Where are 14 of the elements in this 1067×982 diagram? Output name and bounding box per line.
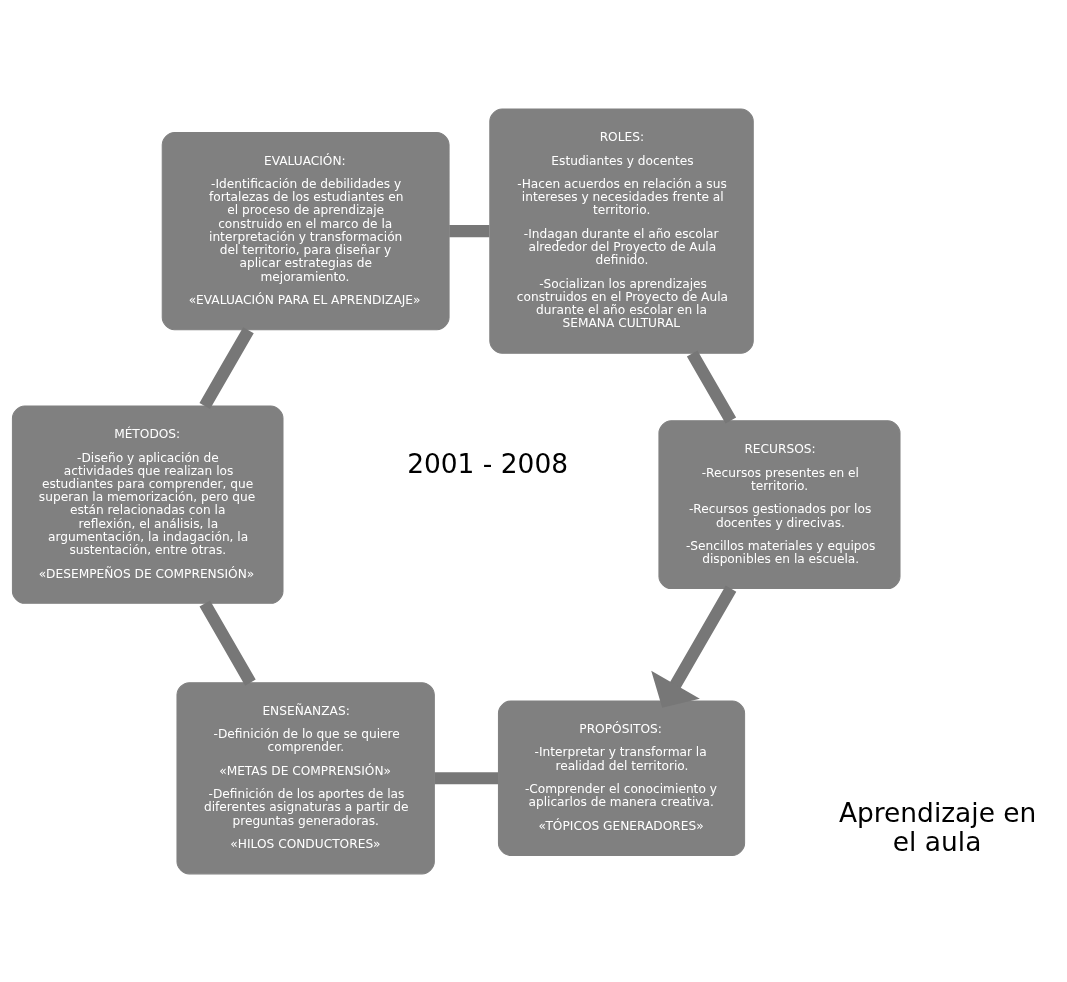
node-box: PROPÓSITOS: -Interpretar y transformar la realidad del territorio. -Comprender el conocimiento y aplicarlos de manera creativa. «TÓPICOS GENERADORES» [497,699,746,856]
node-box: ROLES: Estudiantes y docentes -Hacen acuerdos en relación a sus intereses y necesidades frente al territorio. -Indagan durante el año escolar alrededor del Proyecto de Aula definido. -Socializan los aprendizajes construidos en el Proyecto de Aula durante el año escolar en la SEMANA CULTURAL [489,108,754,354]
connector [434,771,499,784]
node-box: MÉTODOS: -Diseño y aplicación de actividades que realizan los estudiantes para comprender, que superan la memorización, pero que están relacionadas con la reflexión, el análisis, la argumentación, la indagación, la sustentación, entre otras. «DESEMPEÑOS DE COMPRENSIÓN» [11,405,284,604]
node-box: EVALUACIÓN: -Identificación de debilidades y fortalezas de los estudiantes en el proceso de aprendizaje construido en el marco de la interpretación y transformación del territorio, para diseñar y aplicar estrategias de mejoramiento. «EVALUACIÓN PARA EL APRENDIZAJE» [161,131,450,330]
label: 2001 - 2008 [407,447,569,479]
node-box: ENSEÑANZAS: -Definición de lo que se quiere comprender. «METAS DE COMPRENSIÓN» -Definición de los aportes de las diferentes asignaturas a partir de preguntas generadoras. «HILOS CONDUCTORES» [176,681,435,874]
connector [686,349,737,423]
label: Aprendizaje en el aula [838,796,1037,857]
connector [199,326,254,409]
node-box: RECURSOS: -Recursos presentes en el territorio. -Recursos gestionados por los docentes y direcivas. -Sencillos materiales y equipos disponibles en la escuela. [658,419,901,589]
connector [449,224,490,237]
arrow [651,585,737,708]
connector [199,600,256,686]
